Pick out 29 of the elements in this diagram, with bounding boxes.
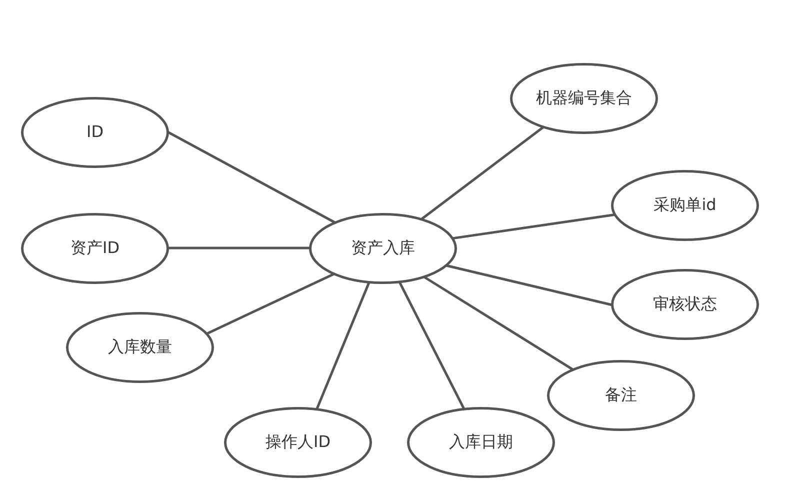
connector-line	[420, 126, 545, 220]
attribute-name: ID	[86, 122, 104, 142]
attribute-name: 备注	[605, 385, 637, 405]
entity-name: 资产入库	[351, 238, 415, 258]
connector-line	[422, 275, 574, 370]
attribute-ellipse	[21, 96, 169, 168]
connector-line	[452, 213, 616, 240]
connector-line	[167, 130, 336, 224]
attribute-name: 资产ID	[70, 238, 120, 258]
attribute-name: 入库日期	[449, 432, 513, 452]
attribute-name: 采购单id	[654, 195, 716, 215]
connector-line	[168, 246, 310, 250]
attribute-ellipse	[611, 268, 759, 340]
attribute-ellipse	[510, 62, 658, 134]
connector-line	[445, 264, 613, 306]
attribute-ellipse	[611, 170, 759, 240]
entity-ellipse	[309, 212, 457, 284]
connector-line	[398, 280, 466, 410]
attribute-ellipse	[21, 212, 169, 284]
attribute-ellipse	[224, 406, 372, 478]
attribute-name: 操作人ID	[265, 432, 331, 452]
attribute-name: 审核状态	[653, 294, 717, 314]
attribute-ellipse	[547, 360, 695, 430]
attribute-ellipse	[66, 312, 214, 382]
attribute-ellipse	[407, 406, 555, 478]
connector-line	[316, 281, 371, 410]
attribute-name: 机器编号集合	[536, 88, 632, 108]
connector-line	[206, 272, 336, 335]
attribute-name: 入库数量	[108, 337, 172, 357]
